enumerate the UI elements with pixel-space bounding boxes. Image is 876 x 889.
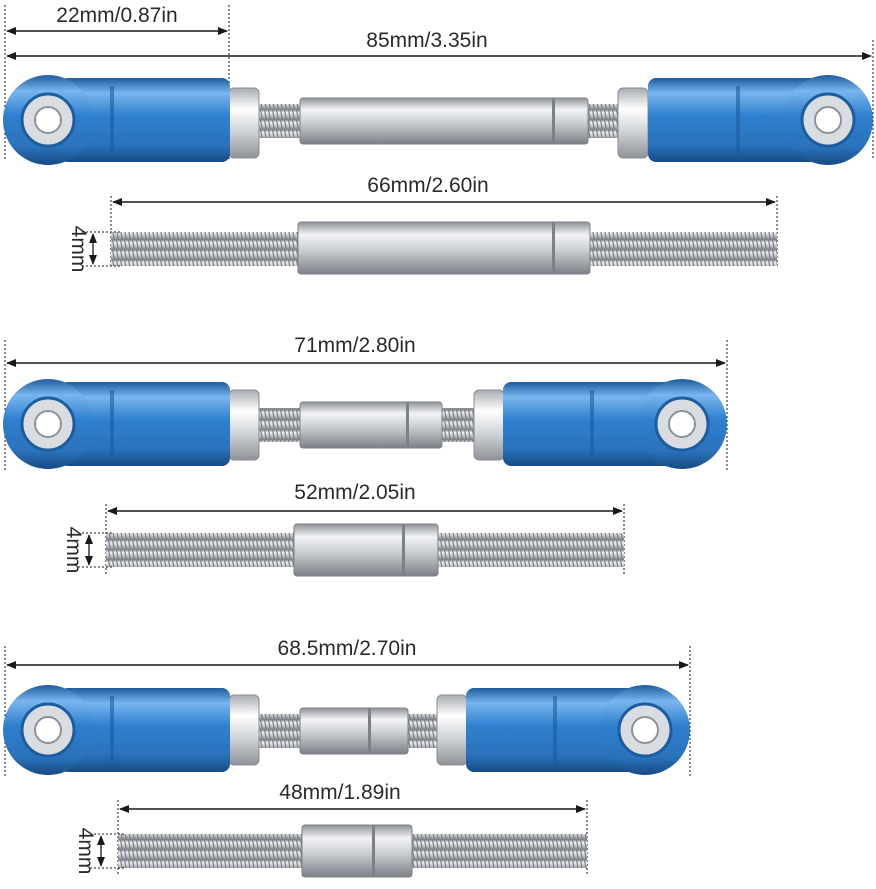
hex-sleeve — [299, 707, 409, 755]
assembled-length-label: 85mm/3.35in — [366, 29, 487, 52]
rod-end-right — [503, 379, 727, 469]
assembled-length-label: 68.5mm/2.70in — [278, 637, 417, 660]
rod-end-length-label: 22mm/0.87in — [56, 4, 177, 27]
hex-sleeve — [299, 401, 443, 449]
threaded-rod-length-label: 66mm/2.60in — [367, 174, 488, 197]
rod-end-length-dimension: 22mm/0.87in — [4, 4, 230, 160]
lock-nut — [228, 694, 260, 766]
rod-1-group: 22mm/0.87in 85mm/3.35in — [3, 4, 874, 275]
assembled-length-label: 71mm/2.80in — [294, 334, 415, 357]
thread-diameter-dimension: 4mm — [67, 226, 120, 273]
threaded-rod — [118, 824, 587, 878]
rod-2-group: 71mm/2.80in — [3, 334, 728, 577]
thread-diameter-label: 4mm — [62, 527, 85, 574]
threaded-rod-length-label: 52mm/2.05in — [294, 481, 415, 504]
assembled-turnbuckle — [3, 75, 873, 165]
assembled-length-dimension: 71mm/2.80in — [4, 334, 728, 470]
threaded-rod-length-dimension: 52mm/2.05in — [105, 481, 625, 574]
rod-end-right — [648, 75, 873, 165]
thread-diameter-dimension: 4mm — [74, 828, 126, 875]
thread-diameter-label: 4mm — [74, 828, 97, 875]
rod-end-left — [3, 379, 230, 469]
threaded-rod — [106, 523, 624, 577]
threaded-rod — [111, 221, 777, 275]
assembled-length-dimension: 68.5mm/2.70in — [4, 637, 691, 776]
rod-end-left — [3, 75, 230, 165]
hex-sleeve — [299, 97, 589, 145]
assembled-turnbuckle — [3, 685, 690, 775]
rod-end-right — [466, 685, 690, 775]
rod-3-group: 68.5mm/2.70in — [3, 637, 691, 878]
lock-nut — [473, 389, 505, 461]
lock-nut — [228, 87, 260, 159]
lock-nut — [228, 389, 260, 461]
lock-nut — [436, 694, 468, 766]
thread-diameter-dimension: 4mm — [62, 527, 114, 574]
thread-diameter-label: 4mm — [67, 226, 90, 273]
lock-nut — [617, 87, 649, 159]
assembled-length-dimension: 85mm/3.35in — [6, 29, 874, 160]
threaded-rod-length-label: 48mm/1.89in — [279, 781, 400, 804]
assembled-turnbuckle — [3, 379, 727, 469]
rod-end-left — [3, 685, 230, 775]
